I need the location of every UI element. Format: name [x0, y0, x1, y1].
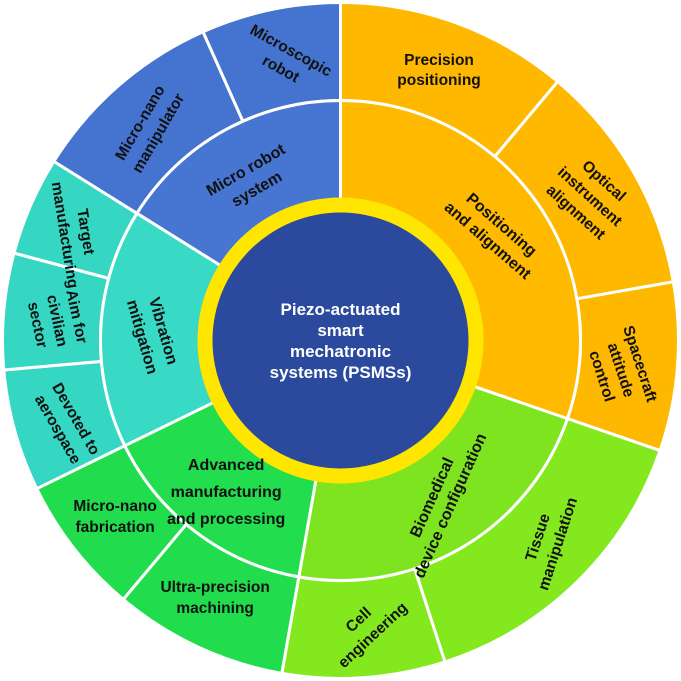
outer-label-positioning-0-line: positioning	[397, 72, 481, 89]
outer-label-positioning-2: Spacecraftattitudecontrol	[581, 324, 660, 417]
outer-label-manufacturing-1-line: Micro-nano	[73, 498, 157, 515]
center-title-line: mechatronic	[290, 342, 391, 361]
outer-label-manufacturing-0: Ultra-precision machining	[160, 579, 269, 617]
outer-label-manufacturing-0-line: machining	[176, 600, 254, 617]
outer-label-positioning-0: Precision positioning	[397, 52, 481, 89]
outer-label-positioning-0-line: Precision	[404, 52, 474, 69]
center-circle	[212, 212, 469, 469]
inner-label-manufacturing-line: manufacturing	[171, 484, 282, 501]
inner-label-manufacturing: Advanced manufacturing and processing	[167, 457, 285, 528]
center-title-line: systems (PSMSs)	[270, 363, 412, 382]
outer-label-manufacturing-0-line: Ultra-precision	[160, 579, 269, 596]
inner-ring	[99, 98, 582, 582]
outer-label-manufacturing-1-line: fabrication	[76, 519, 155, 536]
center-title-line: Piezo-actuated	[281, 300, 401, 319]
inner-label-manufacturing-line: Advanced	[188, 457, 264, 474]
center-title-line: smart	[317, 321, 364, 340]
outer-label-manufacturing-1: Micro-nano fabrication	[73, 498, 157, 536]
center-hub	[197, 197, 484, 484]
center-title: Piezo-actuated smart mechatronic systems (P…	[270, 300, 412, 382]
inner-label-manufacturing-line: and processing	[167, 511, 285, 528]
